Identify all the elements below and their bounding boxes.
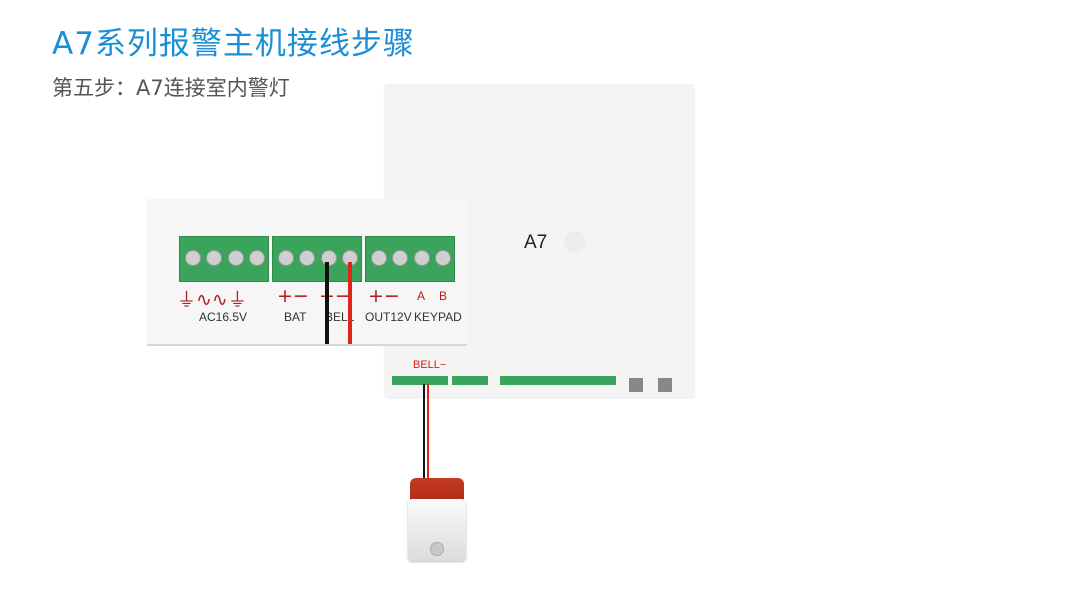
board-button [629, 378, 643, 392]
bell-label: BELL [325, 310, 355, 324]
terminal-screw [321, 250, 337, 266]
red-lead [427, 384, 429, 480]
terminal-screw [371, 250, 387, 266]
bell-symbols: +− [319, 285, 351, 307]
terminal-block-out-keypad [365, 236, 455, 282]
red-wire [348, 262, 352, 344]
step-subtitle: 第五步：A7连接室内警灯 [52, 76, 290, 100]
terminal-screw [299, 250, 315, 266]
bat-symbols: +− [277, 285, 309, 307]
terminal-screw [278, 250, 294, 266]
strobe-lens [430, 542, 444, 556]
black-wire [325, 262, 329, 344]
mini-terminal [452, 376, 488, 385]
out-label: OUT12V [365, 310, 412, 324]
keypad-label: KEYPAD [414, 310, 462, 324]
page-title: A7系列报警主机接线步骤 [52, 26, 415, 62]
mini-terminal [500, 376, 616, 385]
terminal-screw [185, 250, 201, 266]
keypad-b-symbol: B [439, 289, 448, 303]
bat-label: BAT [284, 310, 307, 324]
terminal-screw [206, 250, 222, 266]
terminal-screw [414, 250, 430, 266]
terminal-screw [392, 250, 408, 266]
terminal-screw [249, 250, 265, 266]
black-lead [423, 384, 425, 480]
keypad-a-symbol: A [417, 289, 426, 303]
out-symbols: +− [368, 285, 400, 307]
mini-terminal [392, 376, 448, 385]
terminal-screw [228, 250, 244, 266]
terminal-block-bat-bell [272, 236, 362, 282]
bell-minus-callout: BELL− [413, 359, 447, 371]
terminal-zoom-panel: ⏚∿∿⏚ +− +− +− A B AC16.5V BAT BELL OUT12… [147, 199, 467, 346]
terminal-block-ac [179, 236, 269, 282]
board-hole [564, 231, 586, 253]
ac-symbols: ⏚∿∿⏚ [177, 289, 247, 311]
terminal-screw [435, 250, 451, 266]
board-button [658, 378, 672, 392]
ac-label: AC16.5V [199, 310, 248, 324]
board-model-label: A7 [524, 232, 548, 253]
